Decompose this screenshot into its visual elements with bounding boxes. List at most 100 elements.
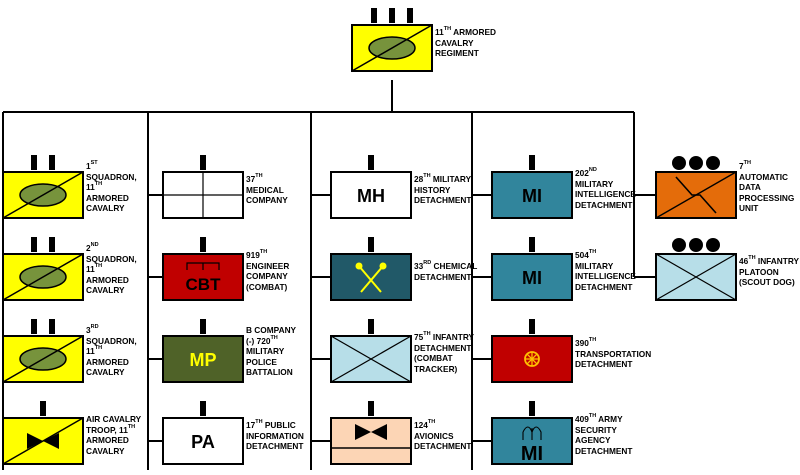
label-line: DATA: [739, 182, 761, 192]
label-line: 1ST: [86, 160, 98, 171]
label-line: 75TH INFANTRY: [414, 331, 475, 342]
label-line: SQUADRON,: [86, 335, 137, 346]
label-line: ENGINEER: [246, 260, 290, 271]
lightning-icon: [675, 176, 717, 214]
echelon-bar: [368, 401, 374, 416]
label-line: 11TH: [86, 181, 103, 192]
echelon-bar: [529, 155, 535, 170]
unit-chem: [330, 237, 412, 301]
unit-frame: [330, 253, 412, 301]
label-line: 11TH ARMORED: [435, 26, 496, 37]
unit-inf75: [330, 319, 412, 383]
unit-air-cav: [2, 401, 84, 465]
symbol-text: MP: [190, 350, 217, 370]
echelon-bar: [371, 8, 377, 23]
cross-line: [330, 335, 412, 383]
unit-engineer: CBT: [162, 237, 244, 301]
chemical-retort-icon: [355, 262, 363, 270]
label-line: MILITARY: [575, 178, 614, 189]
cross-line: [655, 253, 737, 301]
label-line: TRACKER): [414, 363, 458, 374]
bowtie-icon: [27, 433, 59, 449]
echelon-bar: [368, 155, 374, 170]
label-line: DETACHMENT: [575, 199, 633, 210]
label-line: 11TH: [86, 263, 103, 274]
unit-pa: PA: [162, 401, 244, 465]
label-line: SQUADRON,: [86, 171, 137, 182]
label-line: SQUADRON,: [86, 253, 137, 264]
unit-asa: MI: [491, 401, 573, 465]
echelon-bar: [49, 237, 55, 252]
label-line: 124TH: [414, 419, 436, 430]
label-line: UNIT: [739, 203, 759, 213]
diagonal-line: [2, 171, 84, 219]
echelon-bar: [200, 401, 206, 416]
chemical-retort-icon: [360, 265, 384, 293]
label-line: MILITARY: [575, 260, 614, 271]
unit-frame: [491, 171, 573, 219]
symbol-text: MI: [522, 186, 542, 206]
label-line: CAVALRY: [86, 367, 125, 377]
unit-sq3: [2, 319, 84, 383]
echelon-bar: [529, 401, 535, 416]
label-line: 37TH: [246, 173, 263, 184]
label-line: DETACHMENT: [575, 359, 633, 369]
unit-mp: MP: [162, 319, 244, 383]
echelon-dot: [672, 156, 686, 170]
unit-mi202: MI: [491, 155, 573, 219]
label-line: B COMPANY: [246, 325, 297, 335]
chemical-retort-icon: [358, 265, 382, 293]
label-line: 7TH: [739, 160, 751, 171]
label-line: DETACHMENT: [246, 441, 304, 451]
label-line: PLATOON: [739, 266, 779, 277]
unit-frame: [162, 417, 244, 465]
engineer-bridge-icon: [186, 262, 220, 270]
echelon-bar: [368, 319, 374, 334]
echelon-bar: [200, 155, 206, 170]
label-line: 3RD: [86, 324, 99, 335]
unit-frame: [162, 335, 244, 383]
echelon-dot: [689, 238, 703, 252]
label-line: INFORMATION: [246, 430, 304, 441]
echelon-bar: [40, 401, 46, 416]
label-line: MILITARY: [246, 346, 285, 356]
label-line: POLICE: [246, 356, 277, 367]
label-line: (-) 720TH: [246, 334, 278, 346]
label-line: 919TH: [246, 249, 268, 260]
label-line: ARMORED: [86, 192, 129, 203]
label-line: INTELLIGENCE: [575, 271, 636, 281]
label-line: 504TH: [575, 249, 597, 260]
echelon-dot: [672, 238, 686, 252]
label-line: TROOP, 11TH: [86, 423, 136, 435]
label-line: ARMORED: [86, 435, 129, 445]
unit-mi504: MI: [491, 237, 573, 301]
label-line: 17TH PUBLIC: [246, 419, 296, 430]
echelon-dot: [689, 156, 703, 170]
transport-wheel-icon: [526, 353, 538, 365]
label-line: 28TH MILITARY: [414, 173, 472, 184]
echelon-bar: [49, 319, 55, 334]
label-line: 33RD CHEMICAL: [414, 260, 478, 271]
label-line: 202ND: [575, 167, 597, 178]
label-line: TRANSPORTATION: [575, 348, 652, 359]
label-line: AVIONICS: [414, 430, 454, 441]
label-line: ARMORED: [86, 356, 129, 367]
label-line: 390TH: [575, 337, 597, 348]
echelon-bar: [200, 237, 206, 252]
echelon-bar: [49, 155, 55, 170]
label-line: CAVALRY: [86, 203, 125, 213]
bowtie-icon: [355, 424, 387, 440]
